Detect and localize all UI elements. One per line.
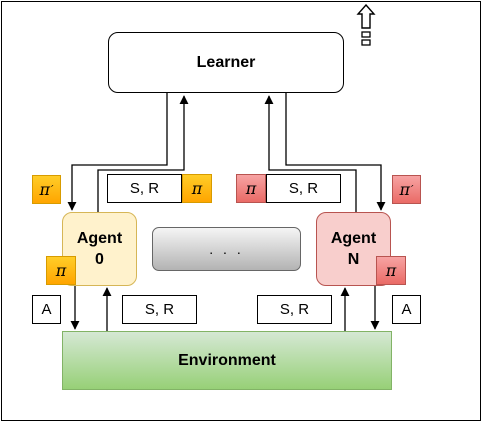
agent-n-label-line2: N — [347, 251, 360, 268]
agent0-to-learner-line — [97, 95, 189, 212]
action-label-agentN: A — [392, 295, 421, 324]
agent-0-label-line1: Agent — [76, 230, 123, 247]
learner-to-agent0-line — [67, 93, 168, 211]
sr-label-env-to-agent0: S, R — [122, 295, 197, 324]
pi-badge-agentN-to-learner: π — [236, 174, 266, 203]
learner-to-agentN-line — [285, 93, 386, 211]
action-label-agent0: A — [32, 295, 61, 324]
environment-label: Environment — [178, 351, 276, 369]
pi-badge-agent0-policy: π — [46, 256, 76, 285]
pi-prime-badge-agent0: π′ — [32, 175, 61, 204]
upload-arrow-icon[interactable] — [356, 4, 376, 50]
pi-prime-badge-agentN: π′ — [392, 175, 421, 204]
agent-0-label-line2: 0 — [95, 251, 104, 268]
environment-node: Environment — [62, 331, 392, 390]
learner-label: Learner — [196, 53, 256, 71]
pi-badge-agentN-policy: π — [376, 256, 406, 285]
pi-badge-agent0-to-learner: π — [182, 174, 212, 203]
sr-label-agent0-to-learner: S, R — [107, 174, 182, 203]
agent-n-label-line1: Agent — [330, 230, 377, 247]
ellipsis-label: . . . — [209, 241, 244, 257]
agent-n-node: Agent N — [316, 212, 391, 286]
agentN-to-learner-line — [264, 95, 357, 212]
sr-label-env-to-agentN: S, R — [257, 295, 332, 324]
learner-node: Learner — [108, 32, 344, 93]
sr-label-agentN-to-learner: S, R — [266, 174, 341, 203]
ellipsis-node: . . . — [152, 227, 301, 271]
